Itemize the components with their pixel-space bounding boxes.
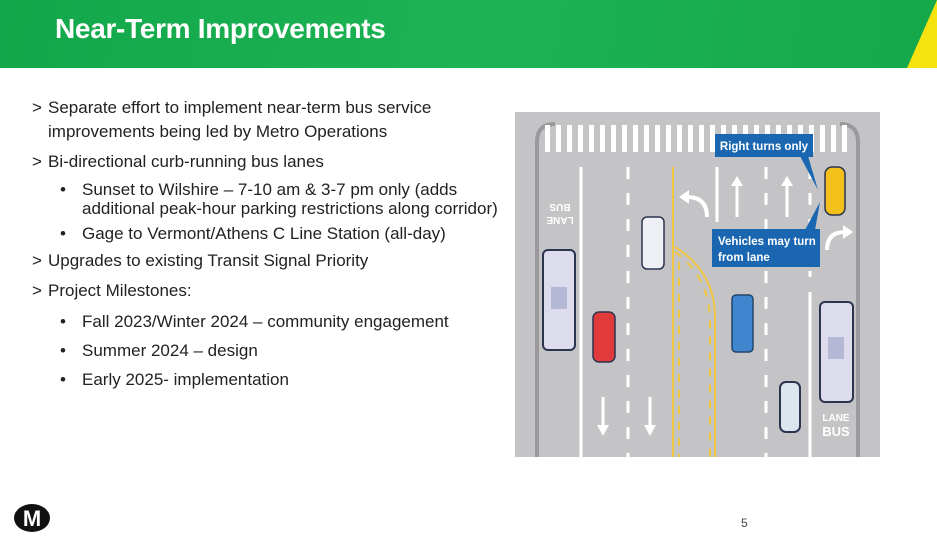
marking-text: BUS — [549, 201, 570, 212]
red-car — [592, 311, 616, 363]
white-van — [641, 216, 665, 270]
sub-bullet-item: • Early 2025- implementation — [32, 367, 502, 392]
bullet-text: Project Milestones: — [48, 281, 192, 300]
bullet-item: > Bi-directional curb-running bus lanes — [32, 150, 502, 174]
center-yellow-lines — [672, 167, 716, 457]
callout-text: Vehicles may turn — [718, 236, 816, 248]
callout-vehicles-turn: Vehicles may turn from lane — [712, 202, 820, 267]
metro-logo: M — [14, 504, 50, 532]
bullet-marker: • — [60, 370, 66, 389]
bullet-text: Fall 2023/Winter 2024 – community engage… — [82, 312, 449, 331]
bullet-text: Summer 2024 – design — [82, 341, 258, 360]
blue-truck — [731, 294, 754, 353]
bullet-item: > Project Milestones: — [32, 279, 502, 303]
white-car — [779, 381, 801, 433]
right-curb — [839, 122, 860, 457]
marking-text: LANE — [546, 214, 574, 225]
bullet-marker: • — [60, 341, 66, 360]
bullet-item: > Upgrades to existing Transit Signal Pri… — [32, 249, 502, 273]
bullet-marker: > — [32, 152, 42, 171]
callout-text: from lane — [718, 252, 770, 264]
callout-right-turns: Right turns only — [715, 134, 818, 190]
callout-text: Right turns only — [720, 141, 809, 153]
bullet-list: > Separate effort to implement near-term … — [32, 96, 502, 396]
bullet-marker: > — [32, 98, 42, 117]
page-number: 5 — [741, 516, 748, 530]
bullet-text: Sunset to Wilshire – 7-10 am & 3-7 pm on… — [82, 180, 498, 218]
bullet-item: > Separate effort to implement near-term … — [32, 96, 502, 144]
bus-right — [819, 301, 854, 403]
slide-header: Near-Term Improvements — [0, 0, 937, 68]
bullet-marker: > — [32, 281, 42, 300]
bus-left — [542, 249, 576, 351]
bullet-marker: • — [60, 180, 66, 199]
sub-bullet-item: • Fall 2023/Winter 2024 – community engag… — [32, 309, 502, 334]
bus-lane-marking-right: LANE BUS — [822, 413, 850, 439]
sub-bullet-item: • Gage to Vermont/Athens C Line Station (… — [32, 224, 502, 243]
bullet-marker: • — [60, 312, 66, 331]
left-curb — [535, 122, 556, 457]
logo-letter: M — [23, 506, 41, 531]
bullet-text: Upgrades to existing Transit Signal Prio… — [48, 251, 369, 270]
bullet-text: Separate effort to implement near-term b… — [48, 98, 432, 141]
slide-title: Near-Term Improvements — [55, 13, 386, 44]
bullet-marker: • — [60, 224, 66, 243]
marking-text: BUS — [822, 424, 850, 439]
sub-bullet-item: • Summer 2024 – design — [32, 338, 502, 363]
sub-bullet-item: • Sunset to Wilshire – 7-10 am & 3-7 pm o… — [32, 180, 502, 218]
bullet-text: Bi-directional curb-running bus lanes — [48, 152, 324, 171]
bus-lane-marking-left: LANE BUS — [546, 201, 574, 225]
marking-text: LANE — [822, 413, 850, 424]
lane-arrows — [597, 176, 853, 436]
bus-lane-illustration: Right turns only Vehicles may turn from … — [515, 112, 880, 457]
yellow-corner-accent — [907, 0, 937, 68]
bullet-marker: > — [32, 251, 42, 270]
bullet-text: Early 2025- implementation — [82, 370, 289, 389]
yellow-car — [824, 166, 846, 216]
bullet-text: Gage to Vermont/Athens C Line Station (a… — [82, 224, 446, 243]
lane-markings — [579, 167, 812, 457]
